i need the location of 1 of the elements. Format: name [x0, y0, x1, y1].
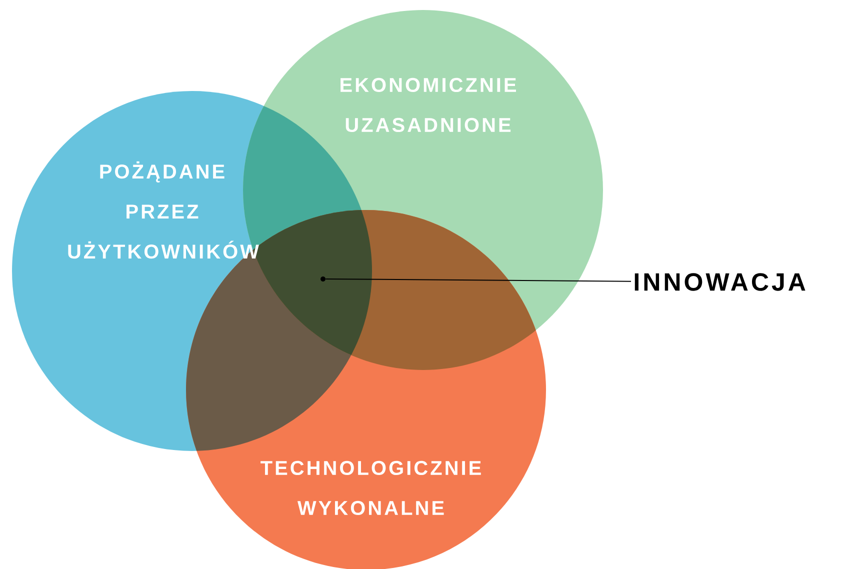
callout-label: INNOWACJA	[634, 273, 806, 291]
